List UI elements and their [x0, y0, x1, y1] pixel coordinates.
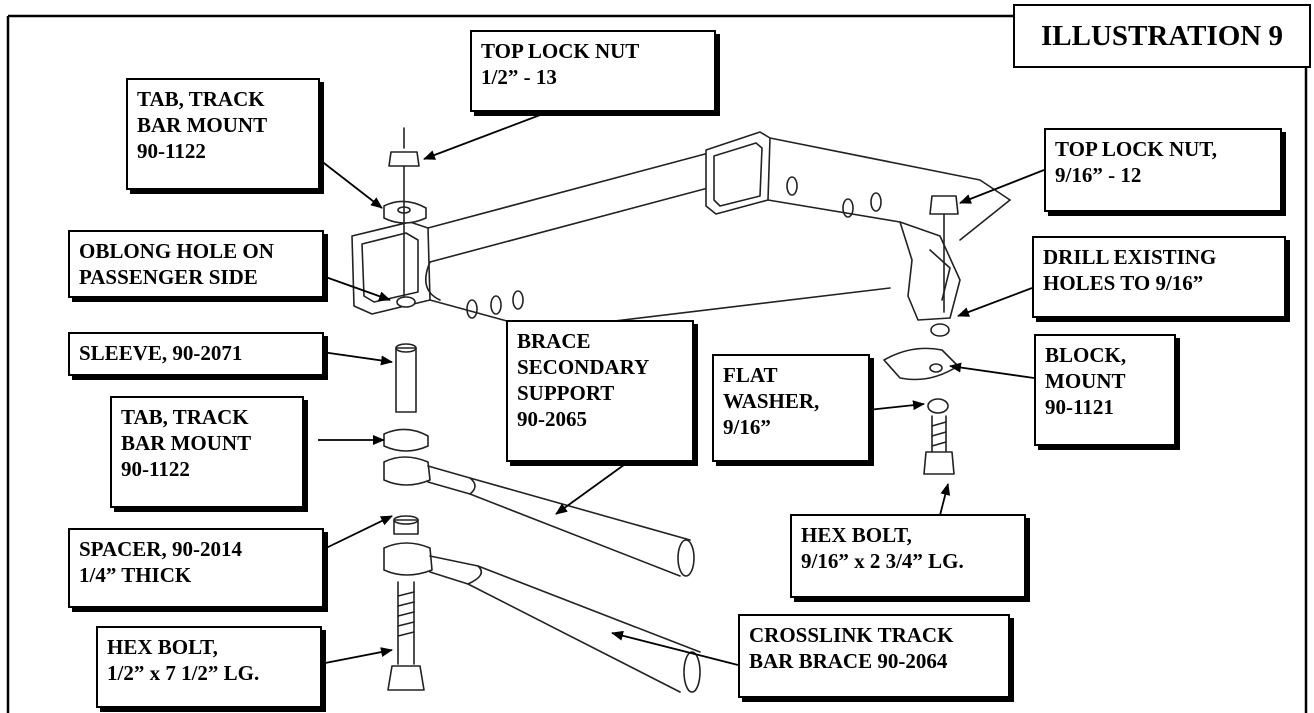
label-hex-bolt-half: HEX BOLT, 1/2” x 7 1/2” LG. [96, 626, 322, 708]
left-hardware-stack [383, 127, 701, 693]
label-top-lock-nut-half: TOP LOCK NUT 1/2” - 13 [470, 30, 716, 112]
label-top-lock-nut-9-16: TOP LOCK NUT, 9/16” - 12 [1044, 128, 1282, 212]
leader-arrows [318, 111, 1045, 666]
oblong-hole [396, 296, 416, 308]
label-tab-track-bar-mount-top: TAB, TRACK BAR MOUNT 90-1122 [126, 78, 320, 190]
label-flat-washer: FLAT WASHER, 9/16” [712, 354, 870, 462]
block-mount [883, 347, 959, 381]
label-spacer: SPACER, 90-2014 1/4” THICK [68, 528, 324, 608]
sleeve [395, 347, 417, 413]
label-crosslink-track-bar-brace: CROSSLINK TRACK BAR BRACE 90-2064 [738, 614, 1010, 698]
label-drill-existing-holes: DRILL EXISTING HOLES TO 9/16” [1032, 236, 1286, 318]
tab-left-bottom [383, 428, 429, 452]
flat-washer [927, 398, 949, 414]
label-hex-bolt-9-16: HEX BOLT, 9/16” x 2 3/4” LG. [790, 514, 1026, 598]
top-lock-nut-right [929, 195, 959, 215]
top-lock-nut-left [388, 151, 420, 167]
page-frame [6, 14, 1308, 713]
label-brace-secondary-support: BRACE SECONDARY SUPPORT 90-2065 [506, 320, 694, 462]
illustration-title: ILLUSTRATION 9 [1013, 4, 1311, 68]
label-oblong-hole: OBLONG HOLE ON PASSENGER SIDE [68, 230, 324, 298]
right-hardware-stack [883, 195, 959, 475]
crossmember-frame [351, 131, 1011, 331]
label-block-mount: BLOCK, MOUNT 90-1121 [1034, 334, 1176, 446]
label-tab-track-bar-mount-bottom: TAB, TRACK BAR MOUNT 90-1122 [110, 396, 304, 508]
label-sleeve: SLEEVE, 90-2071 [68, 332, 324, 376]
